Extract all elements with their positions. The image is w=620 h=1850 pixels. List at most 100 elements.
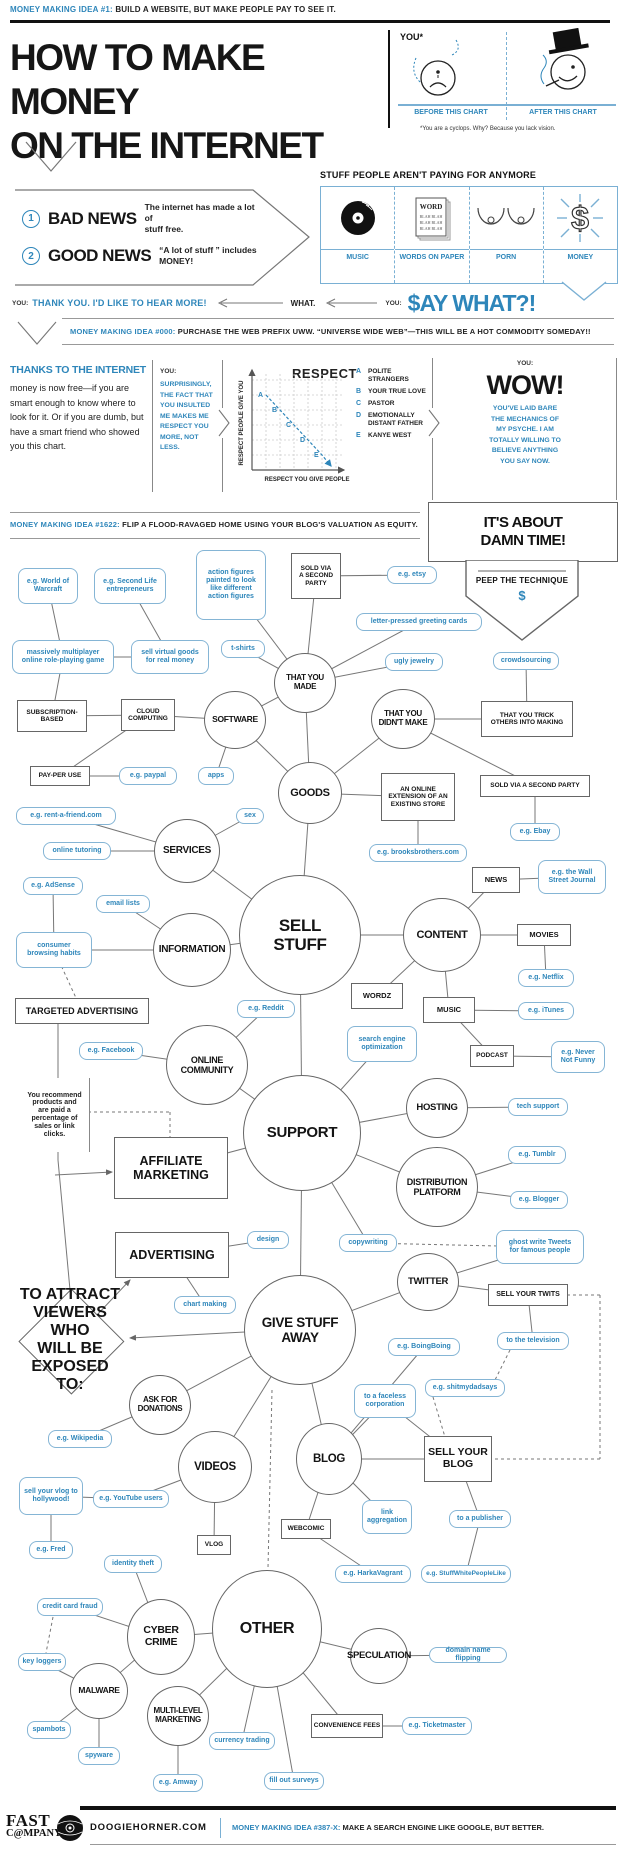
chevron-down-icon [25, 141, 77, 172]
thanks-heading: THANKS TO THE INTERNET [10, 364, 146, 376]
connector-line [41, 1661, 100, 1692]
fast-company-globe-icon [57, 1815, 83, 1841]
respect-point-D: D [300, 437, 305, 444]
connector-line [304, 682, 311, 794]
connector-line [52, 885, 55, 951]
after-chart-label: AFTER THIS CHART [529, 109, 597, 116]
connector-line [328, 1346, 425, 1460]
respect-point-E: E [314, 452, 319, 459]
svg-text:BLAH BLAH: BLAH BLAH [419, 226, 442, 231]
connector-line [159, 1329, 301, 1406]
money-making-idea-1622: MONEY MAKING IDEA #1622: FLIP A FLOOD-RA… [10, 520, 418, 529]
connector-line [432, 1396, 446, 1438]
svg-text:BLAH BLAH: BLAH BLAH [419, 214, 442, 219]
chevron-right-icon [427, 408, 441, 438]
connector-line [301, 1132, 438, 1188]
connector-line [45, 1616, 54, 1654]
legend-desc: EMOTIONALLY DISTANT FATHER [368, 412, 424, 427]
connector-line [160, 1628, 268, 1638]
fast-company-logo: FAST C@MPANY [6, 1811, 62, 1839]
footer-site-url: DOOGIEHORNER.COM [90, 1822, 207, 1833]
connector-line [491, 1055, 579, 1058]
connector-line [315, 574, 413, 577]
respect-point-A: A [258, 392, 263, 399]
connector-line [242, 648, 306, 684]
connector-line [206, 1008, 267, 1066]
connector-line [110, 1050, 208, 1066]
connector-line [50, 1495, 132, 1500]
idea-label: MONEY MAKING IDEA #1: [10, 5, 113, 14]
connector-line [171, 1254, 206, 1306]
connector-line [304, 621, 420, 684]
good-news-row: 2 GOOD NEWS “A lot of stuff ” includes M… [22, 245, 289, 267]
connector-line [436, 1186, 540, 1201]
connector-line [465, 1518, 481, 1575]
connector-line [427, 1281, 529, 1296]
idea-text: BUILD A WEBSITE, BUT MAKE PEOPLE PAY TO … [115, 5, 336, 14]
connector-line [543, 934, 547, 979]
connector-line [267, 1389, 273, 1569]
connector-line [95, 1279, 131, 1317]
connector-line [494, 1349, 511, 1381]
connector-line [98, 1636, 162, 1692]
connector-line [186, 850, 301, 936]
bad-news-row: 1 BAD NEWS The internet has made a lot o… [22, 202, 265, 235]
connector-line [132, 1563, 162, 1638]
connector-line [129, 585, 171, 658]
not-paying-cell-porn: PORN [469, 187, 544, 283]
connector-line [367, 1242, 541, 1248]
you-tag-1: YOU: [12, 299, 29, 307]
svg-text:$: $ [571, 200, 589, 236]
connector-line [186, 815, 251, 852]
left-arrow-icon [326, 298, 378, 308]
thanks-body: money is now free—if you are smart enoug… [10, 383, 144, 451]
money-making-idea-387x: MONEY MAKING IDEA #387-X: MAKE A SEARCH … [232, 1823, 544, 1832]
connector-line [51, 714, 149, 717]
chevron-down-icon [17, 321, 57, 345]
connector-line [527, 1294, 534, 1342]
connector-line [304, 661, 415, 684]
what-text: WHAT. [290, 298, 316, 308]
connector-line [234, 682, 306, 721]
connector-line [59, 714, 149, 777]
bad-news-text: The internet has made a lot of stuff fre… [144, 202, 255, 234]
legend-desc: PASTOR [368, 400, 395, 407]
connector-line [130, 1466, 216, 1500]
connector-line [309, 792, 419, 798]
money-making-idea-000: MONEY MAKING IDEA #000: PURCHASE THE WEB… [70, 327, 591, 336]
not-paying-cell-words: WORD BLAH BLAH BLAH BLAH BLAH BLAH WORDS… [395, 187, 470, 283]
connector-line [525, 660, 528, 720]
connector-line [299, 1329, 330, 1460]
connector-line [436, 1106, 539, 1109]
svg-text:WORD: WORD [420, 203, 443, 211]
title-divider [388, 30, 390, 128]
connector-line [47, 585, 64, 658]
svg-text:BLAH BLAH: BLAH BLAH [419, 220, 442, 225]
connector-line [305, 1458, 330, 1530]
connector-line [328, 1400, 386, 1460]
connector-line [122, 903, 193, 951]
boobs-icon [470, 187, 543, 249]
pennant-dollar: $ [518, 588, 526, 603]
respect-x-label: RESPECT YOU GIVE PEOPLE [264, 477, 350, 483]
bad-news-label: BAD NEWS [48, 208, 137, 228]
wow-body: YOU'VE LAID BARE THE MECHANICS OF MY PSY… [489, 405, 561, 465]
connector-line [51, 656, 64, 717]
connector-line [177, 1628, 268, 1717]
connector-line [495, 876, 573, 881]
good-news-text: “A lot of stuff ” includes MONEY! [159, 245, 257, 266]
respect-point-C: C [286, 422, 291, 429]
dollar-icon: $ [544, 187, 617, 249]
respect-chart-title: RESPECT [292, 366, 357, 381]
good-news-label: GOOD NEWS [48, 246, 152, 265]
connector-line [57, 1159, 71, 1291]
header-rule [10, 20, 610, 23]
